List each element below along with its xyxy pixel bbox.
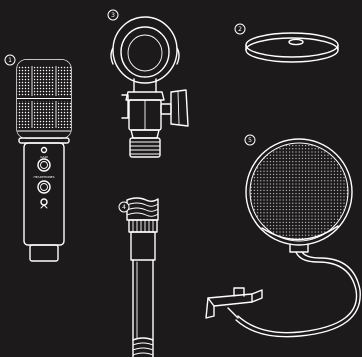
usb-microphone: GAIN HEADPHONES xyxy=(17,60,71,261)
callout-3: 3 xyxy=(108,10,118,20)
callout-number: 3 xyxy=(111,12,115,19)
pop-filter xyxy=(206,139,360,337)
thread-adapter xyxy=(246,33,338,62)
shock-mount-clip xyxy=(111,17,188,157)
mic-neck xyxy=(19,138,69,143)
headphones-label: HEADPHONES xyxy=(34,175,55,179)
clamp-screw xyxy=(252,290,262,302)
jack-arrow xyxy=(41,205,47,208)
wing-nut-stem xyxy=(161,104,171,114)
clip-neck xyxy=(134,79,156,92)
desk-stand xyxy=(127,198,158,357)
callout-1: 1 xyxy=(5,55,15,65)
volume-knob xyxy=(38,181,50,193)
callout-number: 1 xyxy=(8,57,12,64)
adapter-top xyxy=(246,33,338,57)
pop-filter-screen xyxy=(250,143,348,241)
gain-knob xyxy=(38,159,50,171)
callout-4: 4 xyxy=(119,202,129,212)
callout-5: 5 xyxy=(245,135,255,145)
adapter-bottom xyxy=(246,38,338,62)
callout-number: 4 xyxy=(122,204,126,211)
clamp-arm xyxy=(208,294,252,306)
adapter-hole xyxy=(289,39,303,44)
mic-base xyxy=(30,245,58,261)
callout-number: 5 xyxy=(248,137,252,144)
wing-nut xyxy=(171,90,188,126)
clip-collar xyxy=(126,92,164,100)
callout-number: 2 xyxy=(238,26,242,33)
callout-2: 2 xyxy=(235,24,245,34)
stand-upper-tube xyxy=(131,232,155,260)
led-indicator xyxy=(42,148,47,153)
headphone-jack xyxy=(41,199,47,205)
mic-grille xyxy=(17,60,71,138)
stand-pole xyxy=(133,260,153,340)
